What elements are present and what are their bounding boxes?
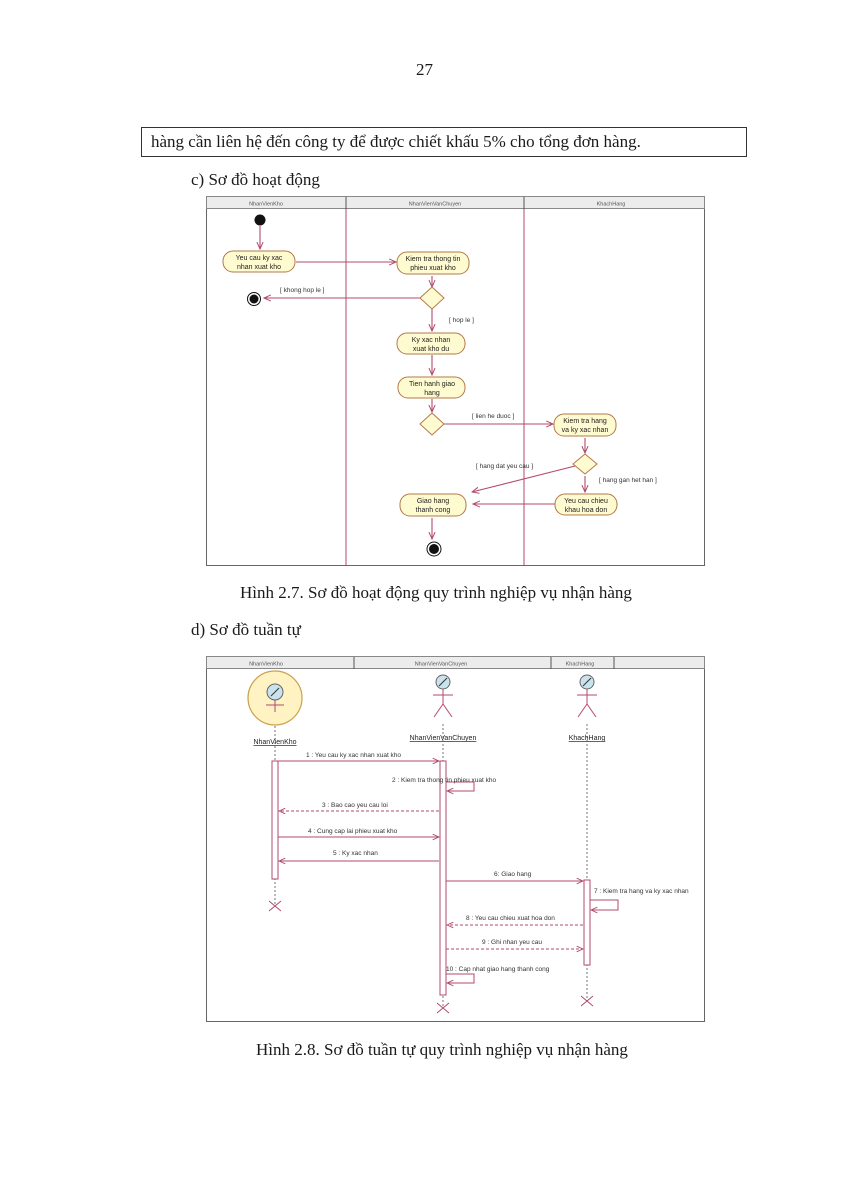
svg-text:Kiem tra thong tin: Kiem tra thong tin [406, 256, 461, 263]
action-kiem-tra-hang: Kiem tra hang va ky xac nhan [553, 413, 617, 437]
final-node [426, 541, 442, 557]
swimlane-header [206, 196, 705, 209]
svg-text:thanh cong: thanh cong [416, 507, 451, 514]
svg-text:khau hoa don: khau hoa don [565, 507, 608, 514]
actor-label: NhanVienVanChuyen [410, 735, 477, 742]
message-label: 3 : Bao cao yeu cau loi [322, 802, 388, 809]
activation-bar [271, 760, 279, 880]
actor-khachhang [577, 674, 597, 718]
svg-text:Yeu cau chieu: Yeu cau chieu [564, 498, 608, 505]
svg-text:Kiem tra hang: Kiem tra hang [563, 418, 607, 425]
guard-hang-gan-het-han: [ hang gan het han ] [599, 477, 657, 484]
guard-khong-hop-le: [ khong hop le ] [280, 287, 325, 294]
destroy-mark [436, 1002, 450, 1014]
guard-hang-dat-yeu-cau: [ hang dat yeu cau ] [476, 463, 533, 470]
guard-hop-le: [ hop le ] [449, 317, 474, 324]
action-kiem-tra-thong-tin: Kiem tra thong tin phieu xuat kho [396, 251, 470, 275]
action-tien-hanh-giao-hang: Tien hanh giao hang [397, 376, 466, 399]
sequence-header [206, 656, 705, 669]
activity-diagram: NhanVienKho NhanVienVanChuyen KhachHang … [206, 196, 705, 566]
sequence-header-label: NhanVienVanChuyen [415, 662, 467, 668]
swimlane-label: KhachHang [597, 202, 626, 208]
svg-text:phieu xuat kho: phieu xuat kho [410, 265, 456, 272]
decision-node [572, 453, 598, 475]
action-yeu-cau-chieu-khau: Yeu cau chieu khau hoa don [554, 493, 618, 516]
actor-nhanvienvanchuyen [433, 674, 453, 718]
svg-text:nhan xuat kho: nhan xuat kho [237, 264, 281, 271]
heading-sequence-diagram: d) Sơ đồ tuần tự [191, 620, 301, 639]
svg-text:xuat kho du: xuat kho du [413, 346, 449, 353]
svg-text:Yeu cau ky xac: Yeu cau ky xac [236, 255, 283, 262]
message-label: 7 : Kiem tra hang va ky xac nhan [594, 888, 689, 895]
message-label: 9 : Ghi nhan yeu cau [482, 939, 542, 946]
svg-text:Tien hanh giao: Tien hanh giao [409, 381, 455, 388]
sequence-diagram: NhanVienKho NhanVienVanChuyen KhachHang … [206, 656, 705, 1022]
action-ky-xac-nhan-xuat-kho: Ky xac nhan xuat kho du [396, 332, 466, 355]
svg-text:Giao hang: Giao hang [417, 498, 449, 505]
message-label: 2 : Kiem tra thong tin phieu xuat kho [392, 777, 496, 784]
sequence-header-label: KhachHang [566, 662, 595, 668]
destroy-mark [580, 995, 594, 1007]
destroy-mark [268, 900, 282, 912]
message-label: 5 : Ky xac nhan [333, 850, 378, 857]
actor-nhanvienkho [247, 670, 303, 726]
action-yeu-cau-ky-xac-nhan: Yeu cau ky xac nhan xuat kho [222, 250, 296, 273]
decision-node [419, 286, 445, 310]
sequence-header-label: NhanVienKho [249, 662, 283, 668]
svg-text:Ky xac nhan: Ky xac nhan [412, 337, 451, 344]
message-label: 6: Giao hang [494, 871, 532, 878]
action-giao-hang-thanh-cong: Giao hang thanh cong [399, 493, 467, 517]
page-number: 27 [416, 60, 433, 79]
heading-activity-diagram: c) Sơ đồ hoạt động [191, 170, 320, 189]
message-label: 8 : Yeu cau chieu xuat hoa don [466, 915, 555, 922]
decision-node [419, 412, 445, 436]
caption-sequence-diagram: Hình 2.8. Sơ đồ tuần tự quy trình nghiệp… [256, 1040, 628, 1059]
swimlane-label: NhanVienKho [249, 202, 283, 208]
boxed-paragraph: hàng cần liên hệ đến công ty để được chi… [141, 127, 747, 157]
message-label: 10 : Cap nhat giao hang thanh cong [446, 966, 550, 973]
activation-bar [583, 879, 591, 966]
final-node [247, 292, 261, 306]
initial-node [254, 214, 266, 226]
message-label: 4 : Cung cap lai phieu xuat kho [308, 828, 398, 835]
caption-activity-diagram: Hình 2.7. Sơ đồ hoạt động quy trình nghi… [240, 583, 632, 602]
message-label: 1 : Yeu cau ky xac nhan xuat kho [306, 752, 401, 759]
actor-label: KhachHang [569, 735, 606, 742]
activation-bar [439, 760, 447, 996]
svg-text:hang: hang [424, 390, 440, 397]
swimlane-label: NhanVienVanChuyen [409, 202, 461, 208]
guard-lien-he-duoc: [ lien he duoc ] [472, 413, 514, 420]
svg-text:va ky xac nhan: va ky xac nhan [562, 427, 609, 434]
